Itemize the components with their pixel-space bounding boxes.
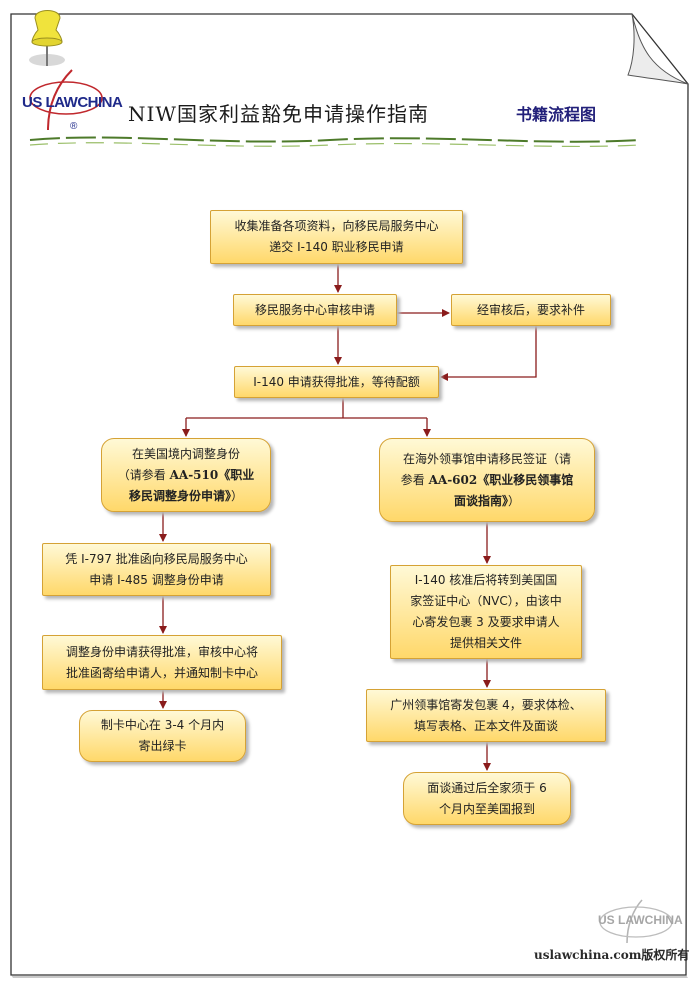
step-report-us-line1: 面谈通过后全家须于 6	[427, 780, 547, 795]
step-consular: 在海外领事馆申请移民签证（请 参看 AA-602《职业移民领事馆 面谈指南》）	[379, 438, 595, 522]
step-file-i485: 凭 I-797 批准函向移民局服务中心 申请 I-485 调整身份申请	[42, 543, 271, 596]
step-guangzhou-line2: 填写表格、正本文件及面谈	[413, 718, 558, 733]
step-collect-docs-line1: 收集准备各项资料，向移民局服务中心	[234, 219, 439, 233]
step-center-review: 移民服务中心审核申请	[233, 294, 397, 326]
step-adjust-status: 在美国境内调整身份 （请参看 AA-510《职业 移民调整身份申请》）	[101, 438, 271, 512]
ref-title-part1: 《职业	[218, 467, 255, 482]
ref-title-part1: 《职业移民领事馆	[477, 472, 574, 487]
step-approved-wait: I-140 申请获得批准，等待配额	[234, 366, 439, 398]
step-center-review-label: 移民服务中心审核申请	[254, 302, 375, 317]
ref-suffix: ）	[231, 488, 244, 503]
ref-title-part2: 面谈指南》	[453, 493, 508, 508]
ref-code: AA-602	[428, 472, 478, 487]
step-request-supplement-label: 经审核后，要求补件	[476, 302, 585, 317]
step-report-us: 面谈通过后全家须于 6 个月内至美国报到	[403, 772, 571, 825]
step-file-i485-line1: 凭 I-797 批准函向移民局服务中心	[65, 551, 248, 566]
step-i485-approved-line2: 批准函寄给申请人，并通知制卡中心	[65, 665, 258, 680]
step-collect-docs: 收集准备各项资料，向移民局服务中心 递交 I-140 职业移民申请	[210, 210, 463, 264]
registered-mark: ®	[70, 121, 78, 132]
logo-text: US LAWCHINA	[22, 94, 123, 111]
step-report-us-line2: 个月内至美国报到	[438, 801, 535, 816]
step-i485-approved: 调整身份申请获得批准，审核中心将 批准函寄给申请人，并通知制卡中心	[42, 635, 282, 690]
logo-swoosh-icon	[29, 69, 103, 131]
header-divider	[29, 136, 641, 148]
step-consular-ref-line: 参看 AA-602《职业移民领事馆	[401, 470, 574, 491]
step-green-card-line1: 制卡中心在 3-4 个月内	[100, 718, 225, 732]
step-adjust-status-ref-line: （请参看 AA-510《职业	[118, 465, 255, 486]
step-consular-line1: 在海外领事馆申请移民签证（请	[402, 451, 571, 466]
arrow-supplement-to-approved	[440, 326, 537, 381]
step-guangzhou: 广州领事馆寄发包裹 4，要求体检、 填写表格、正本文件及面谈	[366, 689, 606, 742]
watermark-logo-icon	[599, 899, 673, 944]
ref-code: AA-510	[169, 467, 219, 482]
step-i485-approved-line1: 调整身份申请获得批准，审核中心将	[65, 644, 258, 659]
copyright-text: uslawchina.com版权所有	[534, 948, 690, 962]
step-nvc-transfer-line1: I-140 核准后将转到美国国	[414, 573, 558, 587]
watermark-text: US LAWCHINA	[598, 913, 683, 927]
step-nvc-transfer-line2: 家签证中心（NVC），由该中	[410, 594, 562, 608]
step-guangzhou-line1: 广州领事馆寄发包裹 4，要求体检、	[390, 697, 582, 712]
step-file-i485-line2: 申请 I-485 调整身份申请	[89, 572, 224, 587]
page-title: NIW国家利益豁免申请操作指南	[128, 102, 429, 126]
ref-prefix: 参看	[400, 472, 429, 487]
step-green-card: 制卡中心在 3-4 个月内 寄出绿卡	[79, 710, 246, 762]
step-nvc-transfer: I-140 核准后将转到美国国 家签证中心（NVC），由该中 心寄发包裹 3 及…	[390, 565, 582, 659]
ref-suffix: ）	[508, 493, 521, 508]
step-request-supplement: 经审核后，要求补件	[451, 294, 611, 326]
step-adjust-status-line1: 在美国境内调整身份	[131, 446, 240, 461]
pushpin-icon	[29, 10, 65, 66]
step-green-card-line2: 寄出绿卡	[138, 739, 187, 753]
step-consular-ref-line2: 面谈指南》）	[401, 491, 574, 512]
step-nvc-transfer-line4: 提供相关文件	[449, 636, 522, 650]
step-approved-wait-label: I-140 申请获得批准，等待配额	[253, 374, 420, 389]
ref-title-part2: 移民调整身份申请》	[128, 488, 231, 503]
step-adjust-status-ref-line2: 移民调整身份申请》）	[118, 486, 255, 507]
ref-prefix: （请参看	[117, 467, 170, 482]
step-nvc-transfer-line3: 心寄发包裹 3 及要求申请人	[412, 615, 560, 629]
step-collect-docs-line2: 递交 I-140 职业移民申请	[269, 240, 404, 254]
page-subtitle: 书籍流程图	[516, 105, 597, 124]
